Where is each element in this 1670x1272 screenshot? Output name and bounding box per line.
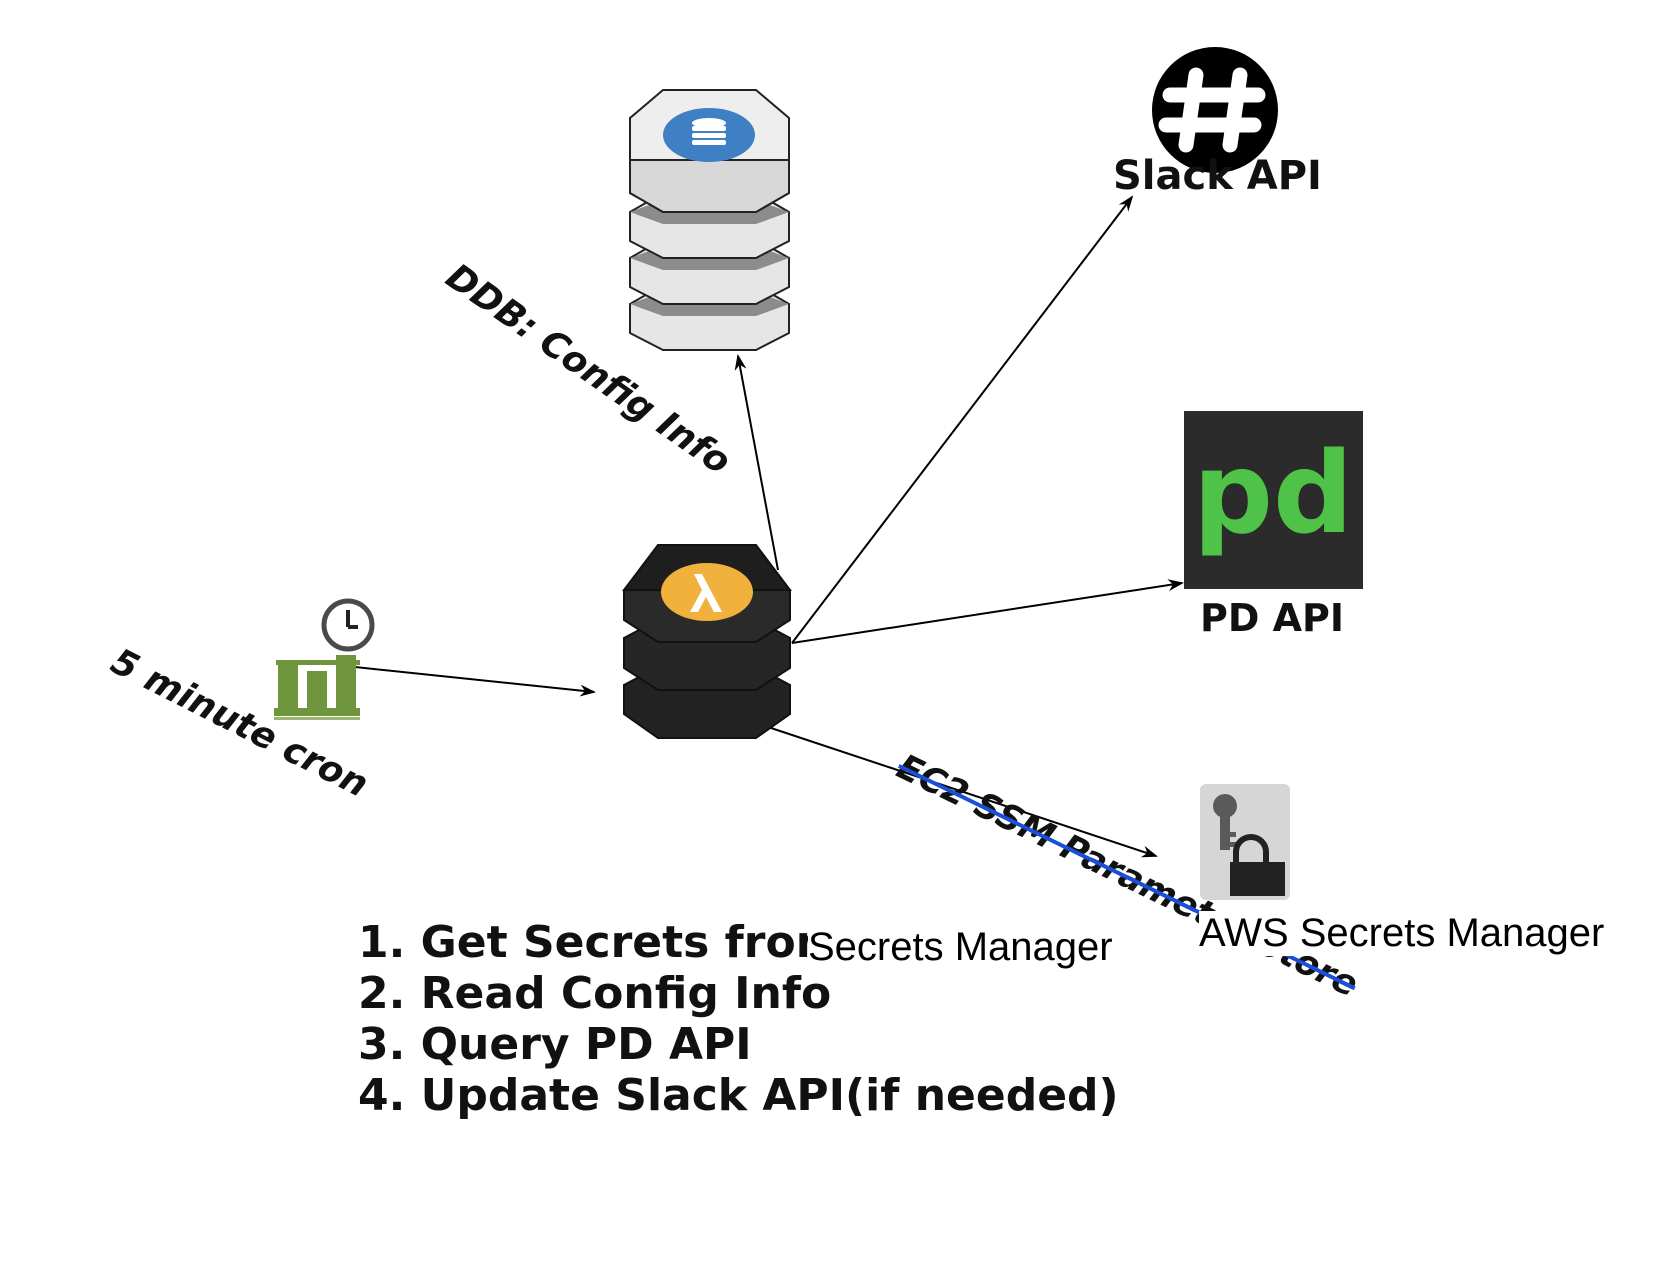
step-item: 3. Query PD API [358, 1019, 752, 1070]
steps-list: 1. Get Secrets from 2. Read Config Info … [358, 917, 1119, 1121]
arrow-lambda-to-slack [791, 195, 1134, 644]
arrow-lambda-to-ddb [734, 354, 779, 571]
label-pd-api: PD API [1200, 596, 1345, 640]
pagerduty-icon: pd [1184, 411, 1363, 589]
secrets-manager-key-lock-icon [1200, 784, 1290, 900]
aws-lambda-icon [621, 544, 793, 739]
arrow-lambda-to-secrets [764, 725, 1158, 858]
step-item: 1. Get Secrets from [358, 917, 842, 968]
arrow-lambda-to-pd [791, 579, 1184, 644]
step-item: 2. Read Config Info [358, 968, 832, 1019]
slack-icon [1152, 47, 1278, 173]
dynamodb-icon [629, 89, 790, 351]
pagerduty-logo-text: pd [1193, 429, 1353, 559]
connector-arrows [354, 195, 1184, 858]
step-item: 4. Update Slack API(if needed) [358, 1070, 1119, 1121]
label-aws-secrets-manager: AWS Secrets Manager [1199, 911, 1605, 956]
cloudwatch-schedule-icon [274, 598, 375, 720]
label-slack-api: Slack API [1113, 153, 1322, 199]
label-secrets-manager-overlay: Secrets Manager [808, 925, 1117, 970]
arrow-cron-to-lambda [354, 666, 596, 697]
